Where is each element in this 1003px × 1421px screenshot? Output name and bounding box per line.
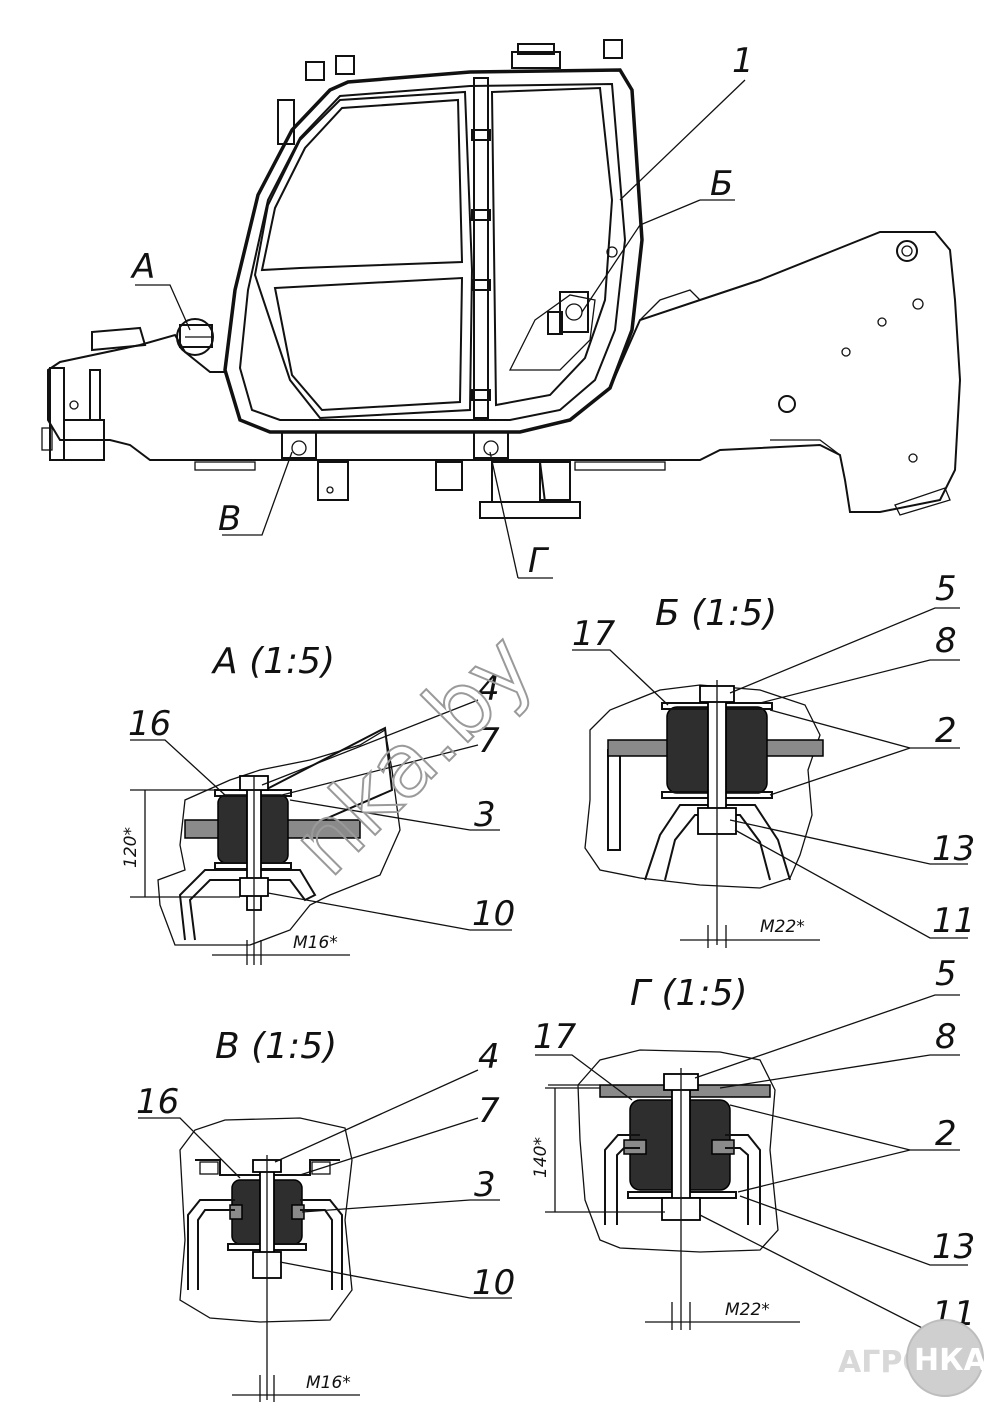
logo-text-right: НКА <box>914 1343 988 1378</box>
view-v-title: В (1:5) <box>215 1026 337 1067</box>
view-b-thread: M22* <box>760 917 805 937</box>
detail-view-b: Б (1:5) M22* 17 5 8 2 13 11 <box>572 569 975 948</box>
detail-view-a: А (1:5) 120* M16* 16 4 7 <box>121 641 515 965</box>
callout-v-7: 7 <box>478 1091 500 1131</box>
mount-v-marker <box>281 431 317 459</box>
callout-a-16: 16 <box>128 704 171 744</box>
callout-a-4: 4 <box>478 669 500 709</box>
label-view-v: В <box>218 499 241 539</box>
callout-a-7: 7 <box>478 721 500 761</box>
label-cab-1: 1 <box>732 41 754 81</box>
callout-v-4: 4 <box>478 1037 500 1077</box>
main-callouts: 1 Б А В Г <box>130 41 754 581</box>
callout-g-17: 17 <box>533 1017 577 1057</box>
callout-v-3: 3 <box>474 1165 496 1205</box>
callout-b-13: 13 <box>932 829 975 869</box>
cab-side-view <box>41 39 962 519</box>
roof-lamps <box>277 39 623 145</box>
cab-frame <box>223 68 644 434</box>
mount-a-marker <box>176 318 214 356</box>
callout-v-10: 10 <box>472 1263 515 1303</box>
view-g-thread: M22* <box>725 1300 770 1320</box>
door-hinge-post <box>473 77 489 419</box>
callout-g-2: 2 <box>935 1114 957 1154</box>
callout-b-8: 8 <box>935 621 957 661</box>
callout-b-2: 2 <box>935 711 957 751</box>
callout-b-5: 5 <box>935 569 957 609</box>
callout-g-13: 13 <box>932 1227 975 1267</box>
view-g-title: Г (1:5) <box>630 973 748 1014</box>
chassis-outline <box>47 231 962 513</box>
detail-view-v: В (1:5) M16* 16 4 7 3 10 <box>136 1026 515 1402</box>
rear-bracket <box>49 367 65 461</box>
view-a-thread: M16* <box>293 933 338 953</box>
view-v-thread: M16* <box>306 1373 351 1393</box>
agronka-logo: АГРО НКА <box>838 1319 988 1397</box>
view-g-height-dim: 140* <box>531 1137 551 1178</box>
rear-window <box>490 86 614 407</box>
callout-b-17: 17 <box>572 614 616 654</box>
view-b-title: Б (1:5) <box>655 593 777 634</box>
view-a-height-dim: 120* <box>121 827 141 868</box>
callout-b-11: 11 <box>932 901 975 941</box>
label-view-a: А <box>130 247 155 287</box>
view-a-title: А (1:5) <box>211 641 335 682</box>
callout-v-16: 16 <box>136 1082 179 1122</box>
callout-a-10: 10 <box>472 894 515 934</box>
detail-view-g: Г (1:5) 140* M22* 17 5 8 <box>531 954 975 1334</box>
logo-circle <box>906 1319 984 1397</box>
front-door <box>253 90 474 420</box>
label-view-b: Б <box>710 164 733 204</box>
label-view-g: Г <box>528 541 550 581</box>
callout-g-8: 8 <box>935 1017 957 1057</box>
callout-g-5: 5 <box>935 954 957 994</box>
callout-a-3: 3 <box>474 795 496 835</box>
